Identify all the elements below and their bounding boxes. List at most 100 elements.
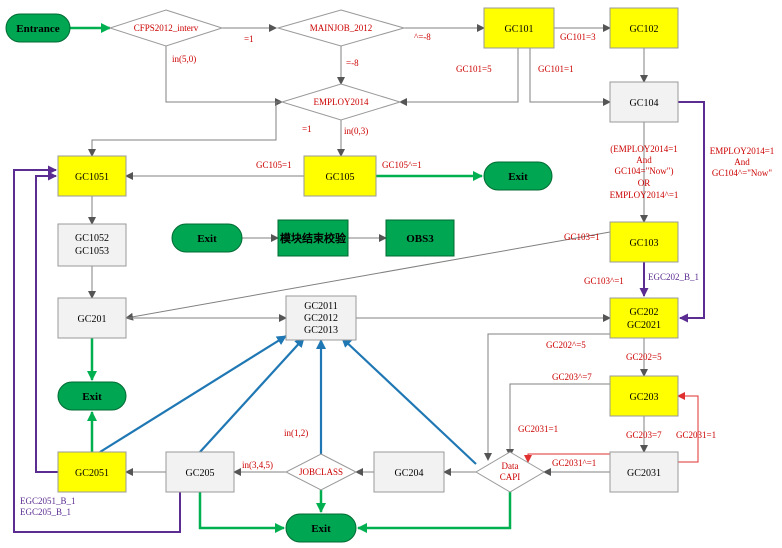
edge-label: in(1,2): [284, 428, 308, 438]
obs3-label: OBS3: [406, 233, 434, 245]
gc104-box: [609, 81, 679, 123]
obs3-box: [385, 219, 455, 257]
edge-data-exit: [357, 488, 512, 533]
gc2031-box: [609, 451, 679, 493]
edge-label: GC105^=1: [382, 160, 422, 170]
gc2051-label: GC2051: [75, 468, 109, 479]
capi-label: CAPI: [500, 472, 521, 482]
edge-gc205-gc1051-purple: [13, 165, 181, 533]
edge-label: =-8: [346, 58, 359, 68]
gc102-box: [609, 7, 679, 49]
edge-employ-gc1051: [88, 101, 282, 157]
edge-gc2031-gc203-red: [677, 392, 699, 463]
exit-left-label: Exit: [82, 391, 102, 403]
employ-decision: [280, 83, 402, 121]
gc203-box: [609, 375, 679, 417]
edge-gc2051-gc2011-blue: [99, 335, 287, 453]
edge-gc202-data: [484, 333, 610, 461]
gc102-label: GC102: [630, 24, 659, 35]
gc205-box: [165, 451, 235, 493]
edge-label: GC104="Now"): [615, 166, 674, 176]
edge-label: ^=-8: [414, 32, 431, 42]
gc101-label: GC101: [505, 24, 534, 35]
gc1051-label: GC1051: [75, 172, 109, 183]
edge-label: in(5,0): [172, 54, 196, 64]
edge-gc101-gc104: [529, 48, 611, 106]
gc2021-label: GC2021: [627, 320, 661, 331]
edge-label: GC202^=5: [546, 340, 586, 350]
jobclass-decision: [284, 453, 358, 491]
gc2011-box: [285, 295, 357, 341]
gc201-box: [57, 297, 127, 339]
edge-gc103-gc201: [125, 231, 611, 321]
module-check-label: 模块结束校验: [280, 231, 347, 245]
employ-label: EMPLOY2014: [313, 97, 369, 107]
gc103-box: [609, 221, 679, 263]
mainjob-label: MAINJOB_2012: [310, 23, 373, 33]
edge-label: EMPLOY2014^=1: [610, 190, 679, 200]
gc1051-box: [57, 155, 127, 197]
mainjob-decision: [276, 9, 406, 47]
edge-gc203-data: [506, 383, 610, 457]
edge-label: in(3,4,5): [242, 460, 273, 470]
edge-gc205-exit: [198, 492, 285, 533]
gc205-label: GC205: [186, 468, 215, 479]
edge-gc205-gc2011-blue: [199, 337, 305, 453]
exit-mid-label: Exit: [197, 233, 217, 245]
edge-data-gc2011-blue: [341, 337, 477, 465]
edge-label: =1: [244, 34, 254, 44]
edge-gc101-employ: [399, 48, 519, 106]
exit-terminal-top: [483, 161, 553, 191]
edge-label: (EMPLOY2014=1: [610, 144, 678, 154]
gc101-box: [483, 7, 555, 49]
gc105-box: [303, 155, 377, 197]
edge-label: GC203=7: [626, 430, 662, 440]
gc104-label: GC104: [630, 98, 659, 109]
exit-top-label: Exit: [508, 171, 528, 183]
edge-label: GC203^=7: [552, 372, 592, 382]
edge-gc2051-gc1051-purple: [35, 171, 58, 473]
gc2031-label: GC2031: [627, 468, 661, 479]
entrance-terminal: [5, 13, 71, 43]
gc204-box: [373, 451, 445, 493]
gc201-label: GC201: [78, 314, 107, 325]
exit-terminal-mid: [171, 223, 243, 253]
edge-label: GC105=1: [256, 160, 292, 170]
gc2012-label: GC2012: [304, 313, 338, 324]
edge-label: =1: [302, 124, 312, 134]
gc2011-label: GC2011: [304, 301, 338, 312]
data-capi-decision: [475, 451, 545, 493]
edge-cfps-employ: [165, 44, 283, 106]
gc105-label: GC105: [326, 172, 355, 183]
edge-label: And: [734, 157, 750, 167]
gc103-label: GC103: [630, 238, 659, 249]
data-label: Data: [502, 461, 519, 471]
edge-label: EGC205_B_1: [20, 507, 71, 517]
gc203-label: GC203: [630, 392, 659, 403]
edge-label: GC101=3: [560, 32, 596, 42]
gc2013-label: GC2013: [304, 325, 338, 336]
edge-gc104-gc202-purple: [678, 101, 705, 323]
edge-label: GC202=5: [626, 352, 662, 362]
gc1052-label: GC1052: [75, 233, 109, 244]
edge-label: GC104^="Now": [712, 168, 772, 178]
edge-label: GC101=5: [456, 64, 492, 74]
edge-label: GC2031=1: [676, 430, 716, 440]
edge-label: EGC202_B_1: [648, 272, 699, 282]
cfps-decision: [108, 9, 224, 47]
edge-gc2031-data-red: [524, 453, 610, 463]
entrance-label: Entrance: [16, 23, 60, 35]
edge-label: EGC2051_B_1: [20, 496, 76, 506]
edge-label: EMPLOY2014=1: [710, 146, 775, 156]
gc204-label: GC204: [395, 468, 424, 479]
edge-label: GC2031=1: [518, 424, 558, 434]
gc2051-box: [57, 451, 127, 493]
gc202-box: [609, 297, 679, 339]
edge-label: GC103=1: [564, 232, 600, 242]
jobclass-label: JOBCLASS: [299, 467, 343, 477]
exit-terminal-left: [57, 381, 127, 411]
edge-label: GC2031^=1: [552, 458, 596, 468]
cfps-label: CFPS2012_interv: [134, 23, 199, 33]
edge-label: And: [636, 155, 652, 165]
